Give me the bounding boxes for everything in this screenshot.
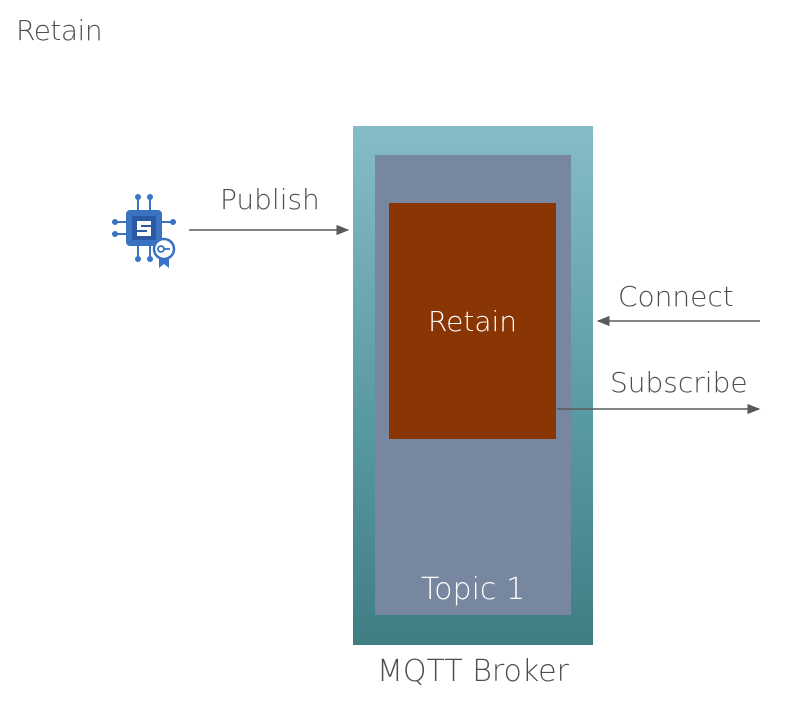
- page-title: Retain: [16, 14, 103, 47]
- retain-label: Retain: [427, 305, 518, 338]
- iot-device-certificate-icon: [112, 194, 176, 268]
- publish-label: Publish: [220, 183, 320, 216]
- retain-box: [389, 203, 556, 439]
- subscribe-label: Subscribe: [610, 366, 748, 399]
- topic-label: Topic 1: [420, 572, 526, 607]
- connect-label: Connect: [618, 280, 734, 313]
- broker-label: MQTT Broker: [377, 654, 569, 689]
